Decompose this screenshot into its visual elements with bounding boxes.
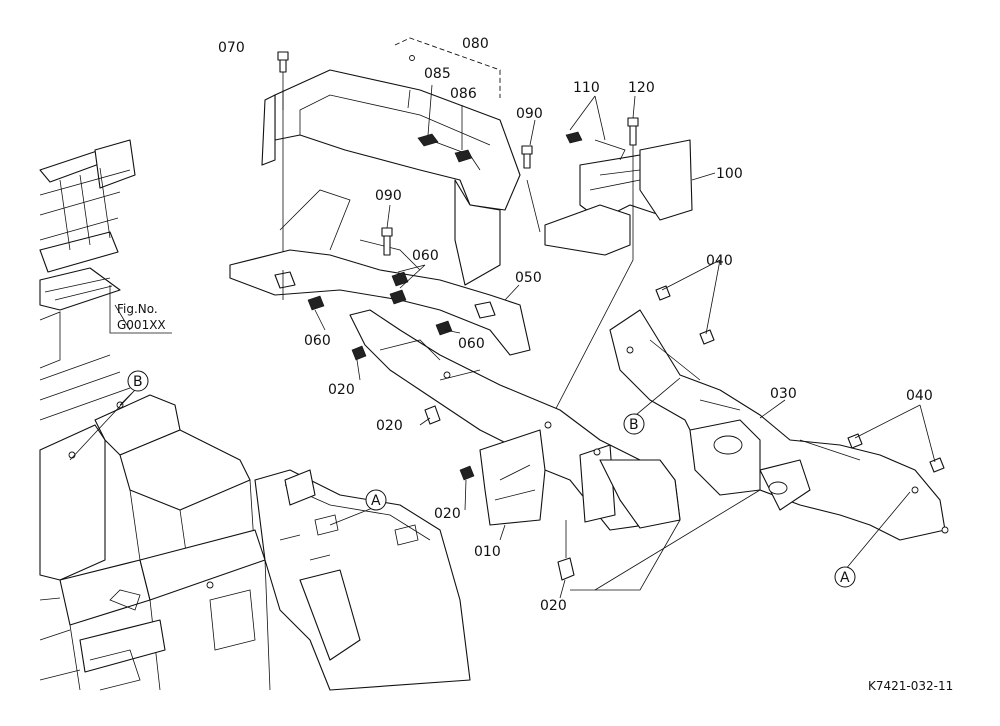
label-020-middle: 020 (376, 418, 403, 434)
label-020-upper: 020 (328, 382, 355, 398)
label-020-bottom: 020 (540, 598, 567, 614)
ref-marker-b-right: B (623, 413, 645, 435)
label-040-right: 040 (906, 388, 933, 404)
label-086: 086 (450, 86, 477, 102)
bolts-040 (655, 285, 945, 473)
svg-text:A: A (840, 570, 850, 586)
label-060-right: 060 (458, 336, 485, 352)
bracket-030 (609, 309, 949, 541)
vehicle-frame (39, 139, 471, 691)
panel-080 (261, 55, 521, 286)
reference-markers: B A B A (127, 370, 856, 588)
bracket-080 (394, 37, 501, 98)
label-080: 080 (462, 36, 489, 52)
svg-text:B: B (629, 417, 639, 433)
svg-text:B: B (133, 374, 143, 390)
fig-no-label: Fig.No. (117, 302, 158, 316)
label-060-top: 060 (412, 248, 439, 264)
label-085: 085 (424, 66, 451, 82)
label-090-upper: 090 (516, 106, 543, 122)
label-120: 120 (628, 80, 655, 96)
label-030: 030 (770, 386, 797, 402)
ref-marker-a-right: A (834, 566, 856, 588)
leader-lines (69, 84, 936, 599)
label-100: 100 (716, 166, 743, 182)
label-090-middle: 090 (375, 188, 402, 204)
bolt-090-middle (381, 227, 393, 256)
bolt-090-upper (521, 145, 533, 169)
part-labels: 070 080 085 086 090 110 120 100 090 060 … (218, 36, 933, 614)
label-070: 070 (218, 40, 245, 56)
ref-marker-a-mid: A (365, 489, 387, 511)
label-060-left: 060 (304, 333, 331, 349)
nuts-020 (351, 345, 575, 581)
bolt-070 (277, 51, 289, 270)
label-050: 050 (515, 270, 542, 286)
drawing-number: K7421-032-11 (868, 679, 953, 693)
svg-text:A: A (371, 493, 381, 509)
cover-010 (349, 309, 681, 531)
ref-marker-b-left: B (127, 370, 149, 392)
bracket-100-assembly (544, 117, 693, 421)
fig-no-value: G001XX (117, 318, 166, 332)
figure-reference: Fig.No. G001XX (109, 285, 172, 334)
label-040-upper: 040 (706, 253, 733, 269)
label-010: 010 (474, 544, 501, 560)
bracket-050 (229, 189, 531, 356)
label-110: 110 (573, 80, 600, 96)
label-020-lower: 020 (434, 506, 461, 522)
clips-060 (307, 271, 453, 336)
